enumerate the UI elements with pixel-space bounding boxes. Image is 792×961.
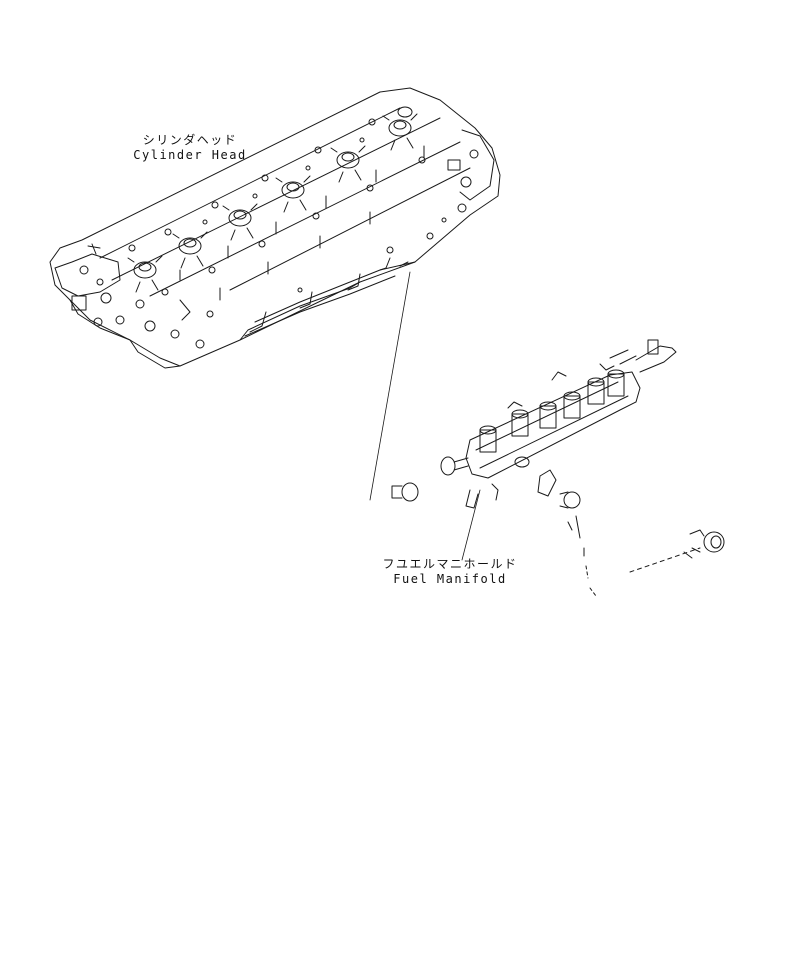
fuel-manifold-label-jp: フユエルマニホールド <box>382 557 518 571</box>
cylinder-head-drawing <box>49 87 501 369</box>
cylinder-head-callout: シリンダヘッド Cylinder Head <box>128 133 252 163</box>
cylinder-head-label-jp: シリンダヘッド <box>142 133 238 147</box>
fuel-manifold-label-en: Fuel Manifold <box>393 572 507 586</box>
cylinder-head-label-en: Cylinder Head <box>133 148 247 162</box>
leader-lines <box>369 271 481 561</box>
fuel-manifold-drawing <box>391 339 725 597</box>
fuel-manifold-callout: フユエルマニホールド Fuel Manifold <box>380 557 520 587</box>
